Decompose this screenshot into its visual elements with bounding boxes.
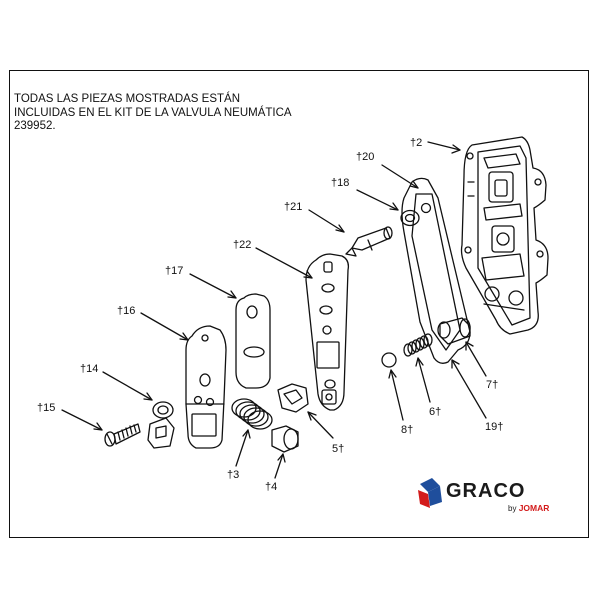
callout-22: †22 bbox=[233, 239, 251, 251]
callout-21: †21 bbox=[284, 201, 302, 213]
leader-17 bbox=[189, 273, 237, 299]
callout-2: †2 bbox=[410, 137, 422, 149]
callout-3: †3 bbox=[227, 469, 239, 481]
callout-14: †14 bbox=[80, 363, 98, 375]
part-20-gasket bbox=[401, 177, 471, 364]
leader-16 bbox=[140, 312, 189, 341]
leader-15 bbox=[61, 409, 103, 431]
callout-4: †4 bbox=[265, 481, 277, 493]
graco-logo-mark bbox=[418, 478, 442, 508]
part-14-washer bbox=[147, 401, 175, 449]
leader-5 bbox=[307, 411, 334, 439]
part-22-slide-plate bbox=[305, 253, 350, 411]
part-2-housing bbox=[460, 136, 549, 335]
kit-note-line-3: 239952. bbox=[14, 120, 56, 132]
leader-20 bbox=[381, 164, 419, 189]
part-8-ball bbox=[381, 352, 397, 368]
leader-6 bbox=[417, 357, 431, 403]
jomar-brand: JOMAR bbox=[518, 503, 550, 513]
leader-2 bbox=[427, 141, 461, 151]
leader-21 bbox=[308, 209, 345, 233]
callout-8: 8† bbox=[401, 424, 413, 436]
part-15-screw bbox=[104, 423, 141, 447]
callout-16: †16 bbox=[117, 305, 135, 317]
callout-19: 19† bbox=[485, 421, 503, 433]
by-text: by bbox=[508, 504, 517, 513]
callout-15: †15 bbox=[37, 402, 55, 414]
part-16-actuator-arm bbox=[185, 325, 227, 449]
kit-note-line-2: INCLUIDAS EN EL KIT DE LA VALVULA NEUMÁT… bbox=[14, 106, 292, 119]
callout-5: 5† bbox=[332, 443, 344, 455]
leader-19 bbox=[451, 359, 487, 419]
callout-20: †20 bbox=[356, 151, 374, 163]
leader-lines bbox=[61, 141, 487, 479]
part-4-spacer bbox=[271, 425, 299, 453]
kit-note-line-1: TODAS LAS PIEZAS MOSTRADAS ESTÁN bbox=[14, 93, 241, 105]
part-6-spring bbox=[403, 333, 433, 357]
leader-18 bbox=[356, 189, 399, 211]
leader-8 bbox=[390, 369, 404, 421]
kit-note: TODAS LAS PIEZAS MOSTRADAS ESTÁN INCLUID… bbox=[14, 93, 344, 134]
graco-logo: GRACO bbox=[446, 480, 526, 502]
callout-17: †17 bbox=[165, 265, 183, 277]
callout-18: †18 bbox=[331, 177, 349, 189]
part-21-pin bbox=[345, 226, 393, 257]
part-3-spring bbox=[231, 398, 273, 430]
leader-3 bbox=[235, 429, 249, 467]
part-5-block bbox=[277, 383, 309, 413]
part-18-o-ring bbox=[400, 209, 420, 227]
part-17-cam-plate bbox=[235, 293, 271, 389]
diagram-frame bbox=[9, 70, 589, 538]
leader-22 bbox=[255, 247, 313, 279]
leader-14 bbox=[102, 371, 153, 401]
jomar-byline: by JOMAR bbox=[508, 503, 549, 513]
leader-7 bbox=[465, 341, 487, 377]
part-7-plug bbox=[437, 317, 471, 345]
callout-6: 6† bbox=[429, 406, 441, 418]
callout-7: 7† bbox=[486, 379, 498, 391]
leader-4 bbox=[274, 453, 284, 479]
